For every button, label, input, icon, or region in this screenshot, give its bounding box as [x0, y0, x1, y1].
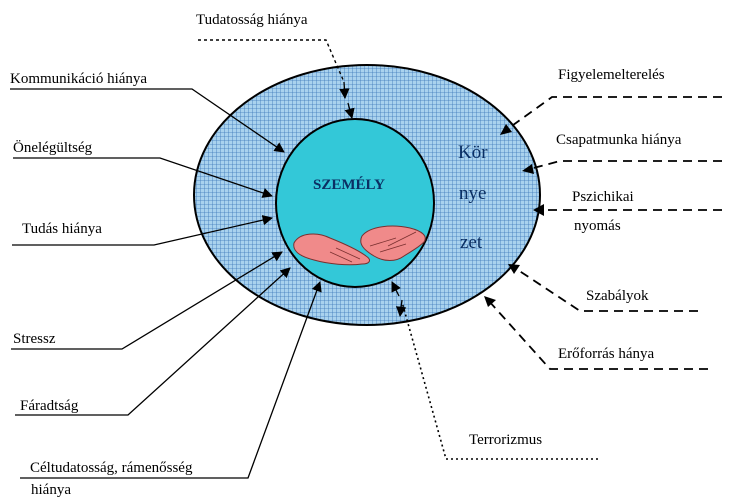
factor-kommunikacio-hianya: Kommunikáció hiánya: [10, 71, 147, 87]
line-csapatmunka: [526, 161, 722, 170]
factor-eroforras-hianya: Erőforrás hánya: [558, 346, 655, 362]
arrow-eroforras: [484, 296, 496, 307]
factor-celtudatossag-2: hiánya: [31, 482, 71, 498]
factor-celtudatossag-1: Céltudatosság, rámenősség: [30, 460, 193, 476]
environment-label-2: nye: [459, 183, 486, 204]
factor-pszichikai-1: Pszichikai: [572, 189, 634, 205]
factor-tudatossag-hianya: Tudatosság hiánya: [196, 12, 308, 28]
line-celtudatossag: [20, 282, 320, 478]
factor-pszichikai-2: nyomás: [574, 218, 621, 234]
factor-szabalyok: Szabályok: [586, 288, 649, 304]
environment-label-3: zet: [460, 232, 483, 253]
environment-label-1: Kör: [458, 142, 488, 163]
factor-onelegultseg: Önelégültség: [13, 139, 93, 156]
person-label: SZEMÉLY: [313, 176, 385, 193]
factor-terrorizmus: Terrorizmus: [469, 432, 542, 448]
line-figyelemelterelés: [502, 97, 722, 133]
factor-faradtsag: Fáradtság: [20, 398, 79, 414]
factor-tudas-hianya: Tudás hiánya: [22, 221, 102, 237]
factor-figyelemelterelés: Figyelemelterelés: [558, 67, 665, 83]
factor-stressz: Stressz: [13, 331, 56, 347]
factor-csapatmunka-hianya: Csapatmunka hiánya: [556, 132, 682, 148]
